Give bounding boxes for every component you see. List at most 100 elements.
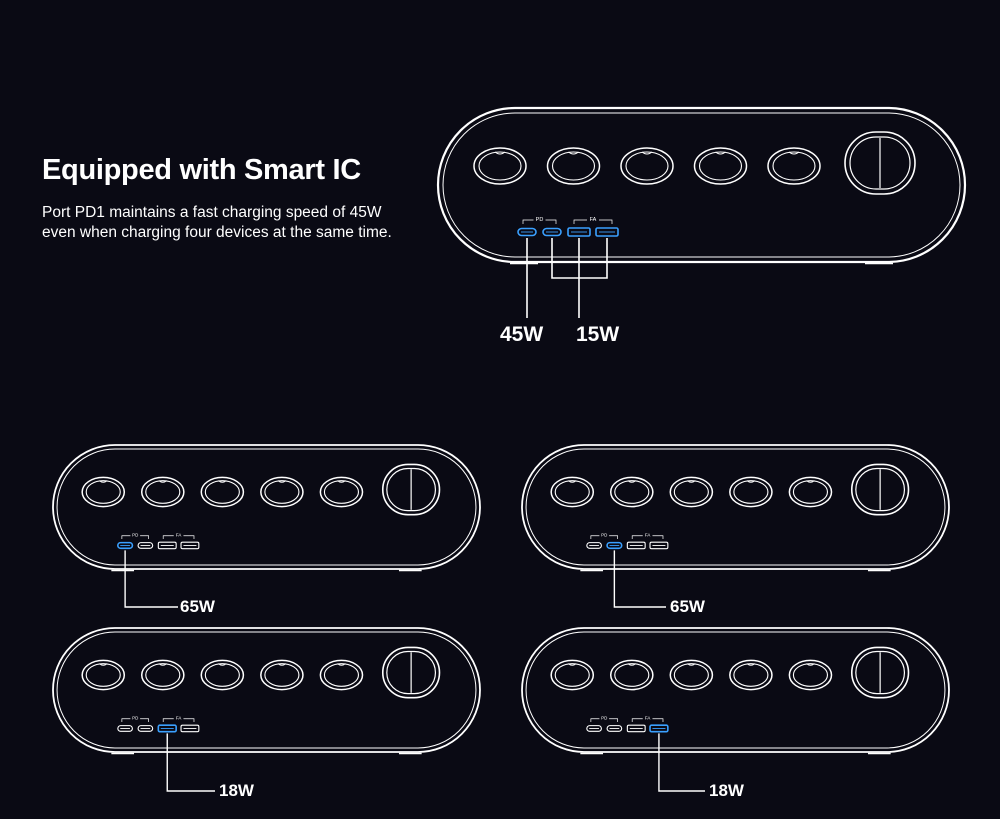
ac-socket-inner [85, 663, 121, 687]
power-switch-outer [381, 463, 441, 516]
ac-socket-ground [217, 663, 227, 666]
callout-label-bottom-right: 18W [709, 781, 744, 800]
callout-line [166, 733, 215, 792]
ac-socket-ground [277, 663, 287, 666]
ac-socket-outer [81, 476, 126, 508]
ac-socket-ground [217, 480, 227, 483]
fa-group-label: FA [645, 533, 650, 538]
power-switch-outer [381, 646, 441, 699]
usb-c-port [606, 541, 623, 550]
usb-c-port [117, 725, 133, 732]
ac-socket-outer [200, 659, 245, 691]
ac-socket-outer [788, 476, 833, 508]
ac-socket-ground [788, 151, 800, 155]
usb-c-port [586, 725, 602, 732]
fa-bracket [631, 718, 664, 722]
ac-socket-ground [686, 663, 696, 666]
power-strip-mid-left: PD FA [52, 444, 481, 608]
pd-group-label: PD [601, 716, 607, 721]
ac-socket-inner [204, 480, 240, 504]
ac-socket-ground [627, 480, 637, 483]
callout-label-mid-left: 65W [180, 597, 215, 616]
power-strip-mid-right: PD FA [521, 444, 950, 608]
strip-outline-outer [521, 444, 950, 570]
ac-socket-inner [698, 151, 743, 181]
ac-socket-inner [554, 480, 590, 504]
fa-group-label: FA [590, 217, 597, 223]
callout-label-bottom-left: 18W [219, 781, 254, 800]
callout-line [613, 550, 666, 608]
ac-socket-outer [729, 659, 773, 691]
ac-socket-ground [746, 480, 756, 483]
ac-socket-outer [473, 147, 527, 185]
ac-socket-outer [260, 659, 304, 691]
strip-outline-outer [521, 627, 950, 753]
ac-socket-inner [145, 480, 181, 504]
usb-c-port [137, 725, 154, 732]
ac-socket-outer [609, 659, 654, 691]
pd-group-label: PD [132, 533, 138, 538]
ac-socket-ground [158, 480, 168, 483]
strip-outline-inner [442, 112, 961, 258]
pd-bracket [590, 718, 618, 722]
ac-socket-outer [788, 659, 833, 691]
fa-bracket [631, 535, 664, 539]
usb-c-port [586, 542, 602, 549]
strip-outline-inner [56, 448, 477, 566]
headline: Equipped with Smart IC [42, 154, 361, 186]
ac-socket-outer [693, 147, 748, 185]
ac-socket-inner [614, 480, 650, 504]
ac-socket-ground [337, 480, 346, 483]
fa-bracket [573, 219, 613, 224]
usb-a-port [626, 541, 646, 550]
ac-socket-inner [323, 663, 360, 687]
usb-a-port [567, 227, 591, 237]
ac-socket-ground [158, 663, 168, 666]
ac-socket-inner [673, 480, 709, 504]
description: Port PD1 maintains a fast charging speed… [42, 203, 392, 243]
ac-socket-outer [669, 659, 714, 691]
power-switch-outer [850, 463, 910, 516]
ac-socket-outer [729, 476, 773, 508]
power-switch-outer [850, 646, 910, 699]
usb-c-port [137, 542, 154, 549]
ac-socket-ground [568, 151, 579, 155]
pd-bracket [590, 535, 618, 539]
ac-socket-inner [551, 151, 596, 181]
pd-group-label: PD [601, 533, 607, 538]
ac-socket-inner [478, 151, 522, 181]
ac-socket-inner [264, 480, 300, 504]
ac-socket-outer [81, 659, 126, 691]
usb-a-port [157, 724, 177, 733]
power-switch-inner [855, 650, 906, 695]
ac-socket-inner [772, 151, 816, 181]
ac-socket-inner [673, 663, 709, 687]
usb-a-port [157, 541, 177, 550]
ac-socket-inner [625, 151, 669, 181]
fa-group-label: FA [176, 716, 181, 721]
ac-socket-ground [715, 151, 726, 155]
ac-socket-ground [98, 480, 108, 483]
pd-bracket [522, 219, 557, 224]
usb-c-port [606, 725, 623, 732]
ac-socket-ground [337, 663, 346, 666]
usb-c-port [542, 227, 562, 237]
usb-c-port [517, 227, 537, 237]
power-switch-inner [849, 136, 911, 190]
usb-c-port [117, 541, 134, 550]
ac-socket-ground [641, 151, 653, 155]
usb-a-port [595, 227, 619, 237]
fa-group-label: FA [176, 533, 181, 538]
ac-socket-ground [627, 663, 637, 666]
power-switch-inner [386, 650, 437, 695]
ac-socket-ground [746, 663, 756, 666]
strip-outline-outer [52, 444, 481, 570]
ac-socket-outer [669, 476, 714, 508]
ac-socket-outer [200, 476, 245, 508]
strip-outline-outer [52, 627, 481, 753]
fa-bracket [162, 718, 195, 722]
ac-socket-inner [554, 663, 590, 687]
